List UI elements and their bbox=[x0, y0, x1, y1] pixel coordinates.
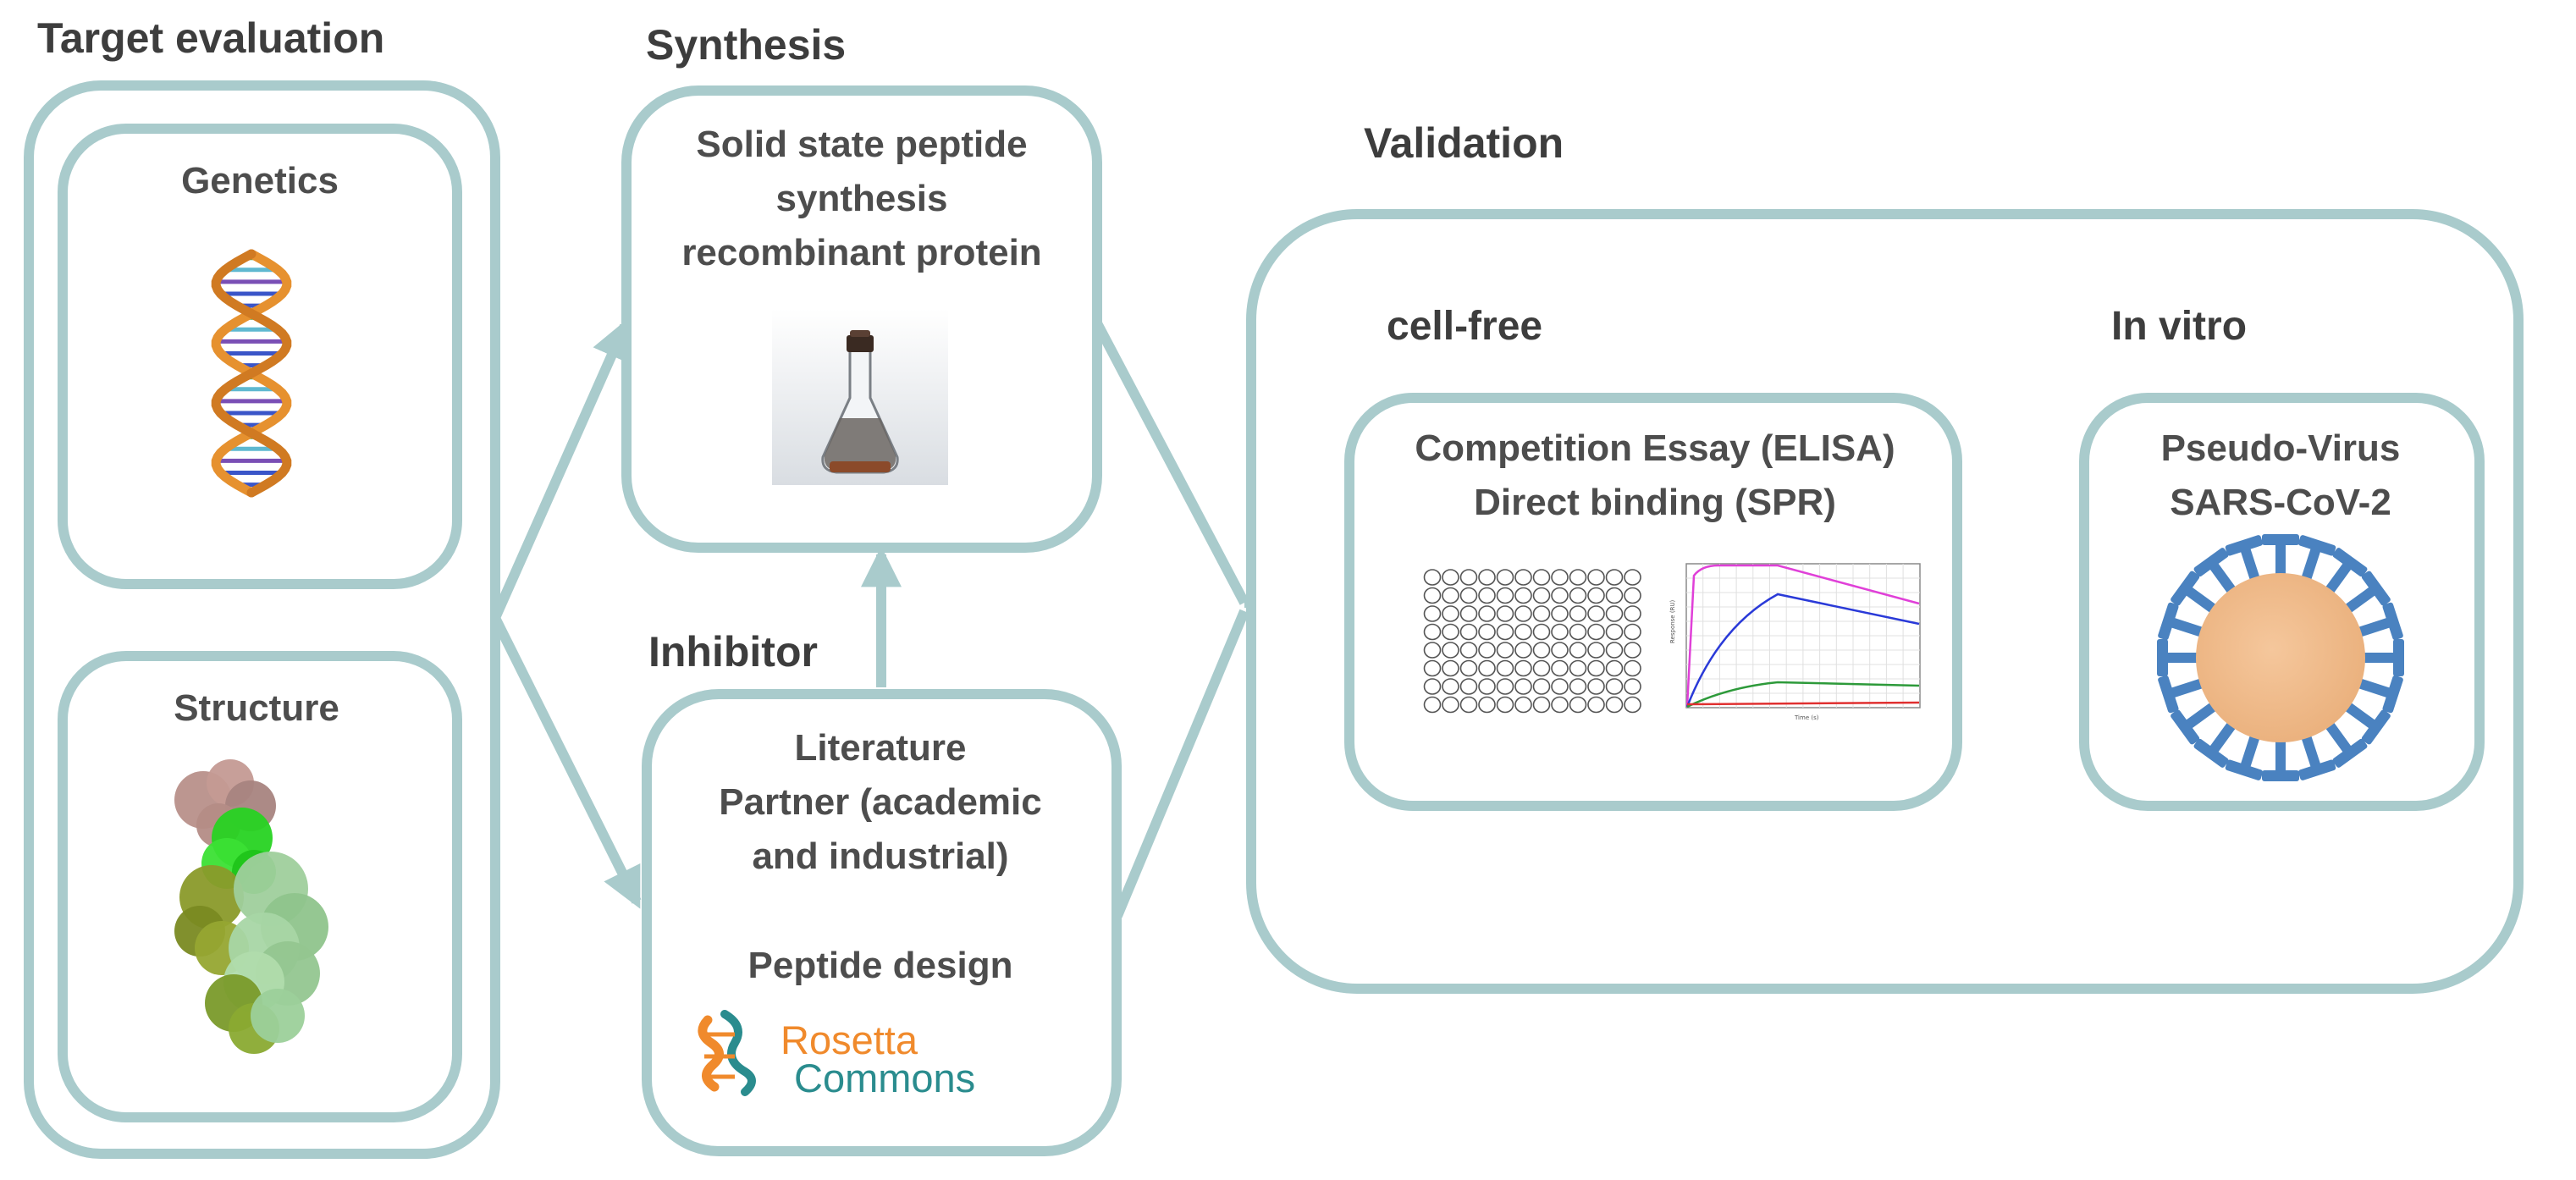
target-evaluation-header: Target evaluation bbox=[37, 14, 384, 62]
protein-structure-icon bbox=[174, 759, 328, 1054]
line-synthesis-to-validation bbox=[1091, 319, 1249, 605]
assay-title-line-2: Direct binding (SPR) bbox=[1474, 482, 1836, 523]
inhibitor-title-line-2: Partner (academic bbox=[719, 781, 1042, 823]
in-vitro-header: In vitro bbox=[2111, 304, 2247, 349]
rosetta-logo-line-1: Rosetta bbox=[781, 1017, 918, 1062]
rosetta-logo-line-2: Commons bbox=[794, 1056, 975, 1100]
synthesis-title-line-1: Solid state peptide bbox=[696, 124, 1027, 165]
genetics-title: Genetics bbox=[181, 160, 339, 201]
well-plate-icon bbox=[1423, 569, 1641, 714]
virus-title-line-2: SARS-CoV-2 bbox=[2170, 482, 2391, 523]
inhibitor-title-line-1: Literature bbox=[795, 727, 967, 769]
peptide-design-title: Peptide design bbox=[748, 945, 1013, 986]
virus-title-line-1: Pseudo-Virus bbox=[2161, 427, 2401, 469]
svg-text:Response (RU): Response (RU) bbox=[1669, 599, 1676, 643]
frames bbox=[24, 80, 2524, 1159]
inhibitor-box bbox=[642, 689, 1122, 1156]
assay-title-line-1: Competition Essay (ELISA) bbox=[1415, 427, 1895, 469]
inhibitor-title-line-3: and industrial) bbox=[752, 835, 1008, 877]
spr-sensorgram-icon: Response (RU) Time (s) bbox=[1669, 563, 1921, 721]
validation-header: Validation bbox=[1364, 119, 1564, 167]
genetics-box bbox=[58, 124, 462, 589]
dna-helix-icon bbox=[211, 249, 292, 498]
rosetta-logo-icon: Rosetta Commons bbox=[698, 1010, 975, 1100]
structure-title: Structure bbox=[174, 687, 339, 729]
cell-free-header: cell-free bbox=[1387, 304, 1542, 349]
inhibitor-header: Inhibitor bbox=[648, 628, 818, 675]
line-inhibitor-to-validation bbox=[1112, 609, 1249, 918]
svg-text:Time (s): Time (s) bbox=[1794, 714, 1819, 721]
synthesis-header: Synthesis bbox=[646, 21, 846, 69]
arrow-to-synthesis bbox=[490, 318, 631, 620]
flask-icon bbox=[772, 309, 948, 485]
virus-icon bbox=[2157, 534, 2404, 781]
arrow-to-inhibitor bbox=[490, 615, 642, 909]
synthesis-title-line-3: recombinant protein bbox=[681, 232, 1041, 273]
synthesis-title-line-2: synthesis bbox=[776, 178, 948, 219]
